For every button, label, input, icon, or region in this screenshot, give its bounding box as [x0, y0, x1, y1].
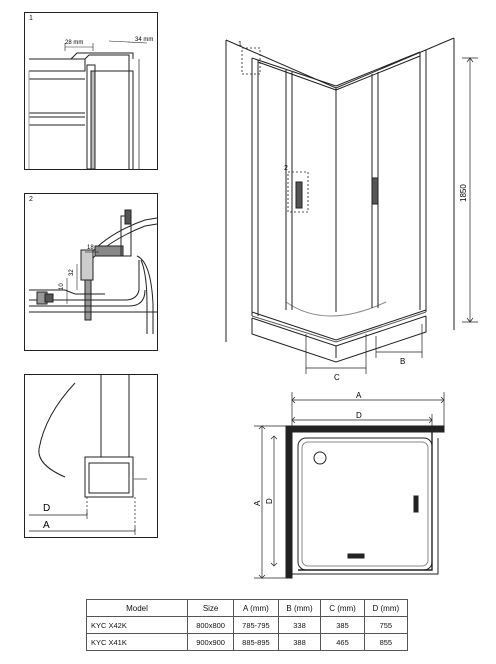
dim-label-b: B — [400, 357, 405, 366]
dim-label: 18 — [87, 245, 94, 251]
callout-number: 2 — [284, 165, 288, 172]
table-cell: 885-895 — [233, 633, 279, 651]
table-row: KYC X41K 900x900 885-895 388 465 855 — [86, 633, 409, 651]
column-header: B (mm) — [277, 599, 322, 617]
plan-dim-a-top: A — [356, 391, 362, 400]
dim-label: 10 — [59, 283, 65, 290]
spec-table: Model Size A (mm) B (mm) C (mm) D (mm) K… — [86, 599, 409, 651]
table-cell: 785-795 — [233, 616, 279, 634]
detail-3-drawing: D A — [29, 375, 147, 535]
detail-2-drawing: 18 32 10 — [29, 209, 157, 334]
table-cell: KYC X42K — [86, 616, 188, 634]
table-row: KYC X42K 800x800 785-795 338 385 755 — [86, 616, 409, 634]
table-header-row: Model Size A (mm) B (mm) C (mm) D (mm) — [86, 599, 409, 617]
table-cell: 900x900 — [186, 633, 235, 651]
plan-dim-d-left: D — [265, 498, 274, 504]
dim-label: 28 mm — [65, 40, 83, 46]
table-cell: 855 — [363, 633, 409, 651]
detail-panel-2: 2 18 32 10 — [24, 193, 158, 351]
detail-panel-3: D A — [24, 374, 158, 538]
dim-label-d: D — [43, 503, 50, 514]
table-cell: 388 — [277, 633, 322, 651]
table-cell: KYC X41K — [86, 633, 188, 651]
dim-label: 34 mm — [135, 37, 153, 43]
plan-dim-d-top: D — [356, 411, 362, 420]
dim-label-a: A — [43, 520, 50, 531]
table-cell: 465 — [320, 633, 365, 651]
column-header: A (mm) — [233, 599, 279, 617]
detail-1-drawing: 28 mm 34 mm — [28, 37, 153, 169]
column-header: Size — [186, 599, 235, 617]
column-header: C (mm) — [320, 599, 365, 617]
column-header: Model — [86, 599, 188, 617]
plan-view-drawing: A D A D — [253, 391, 445, 579]
callout-number: 1 — [238, 41, 242, 48]
detail-panel-1: 1 28 mm 34 mm — [24, 12, 158, 170]
plan-dim-a-left: A — [253, 500, 262, 506]
table-cell: 385 — [320, 616, 365, 634]
table-cell: 338 — [277, 616, 322, 634]
detail-number: 1 — [29, 15, 33, 22]
table-cell: 800x800 — [186, 616, 235, 634]
dim-label-c: C — [334, 373, 340, 382]
dim-label: 32 — [69, 269, 75, 276]
table-cell: 755 — [363, 616, 409, 634]
detail-number: 2 — [29, 196, 33, 203]
height-dimension: 1850 — [459, 184, 468, 202]
column-header: D (mm) — [363, 599, 409, 617]
enclosure-perspective-drawing: 1 2 1850 C B — [225, 37, 478, 382]
